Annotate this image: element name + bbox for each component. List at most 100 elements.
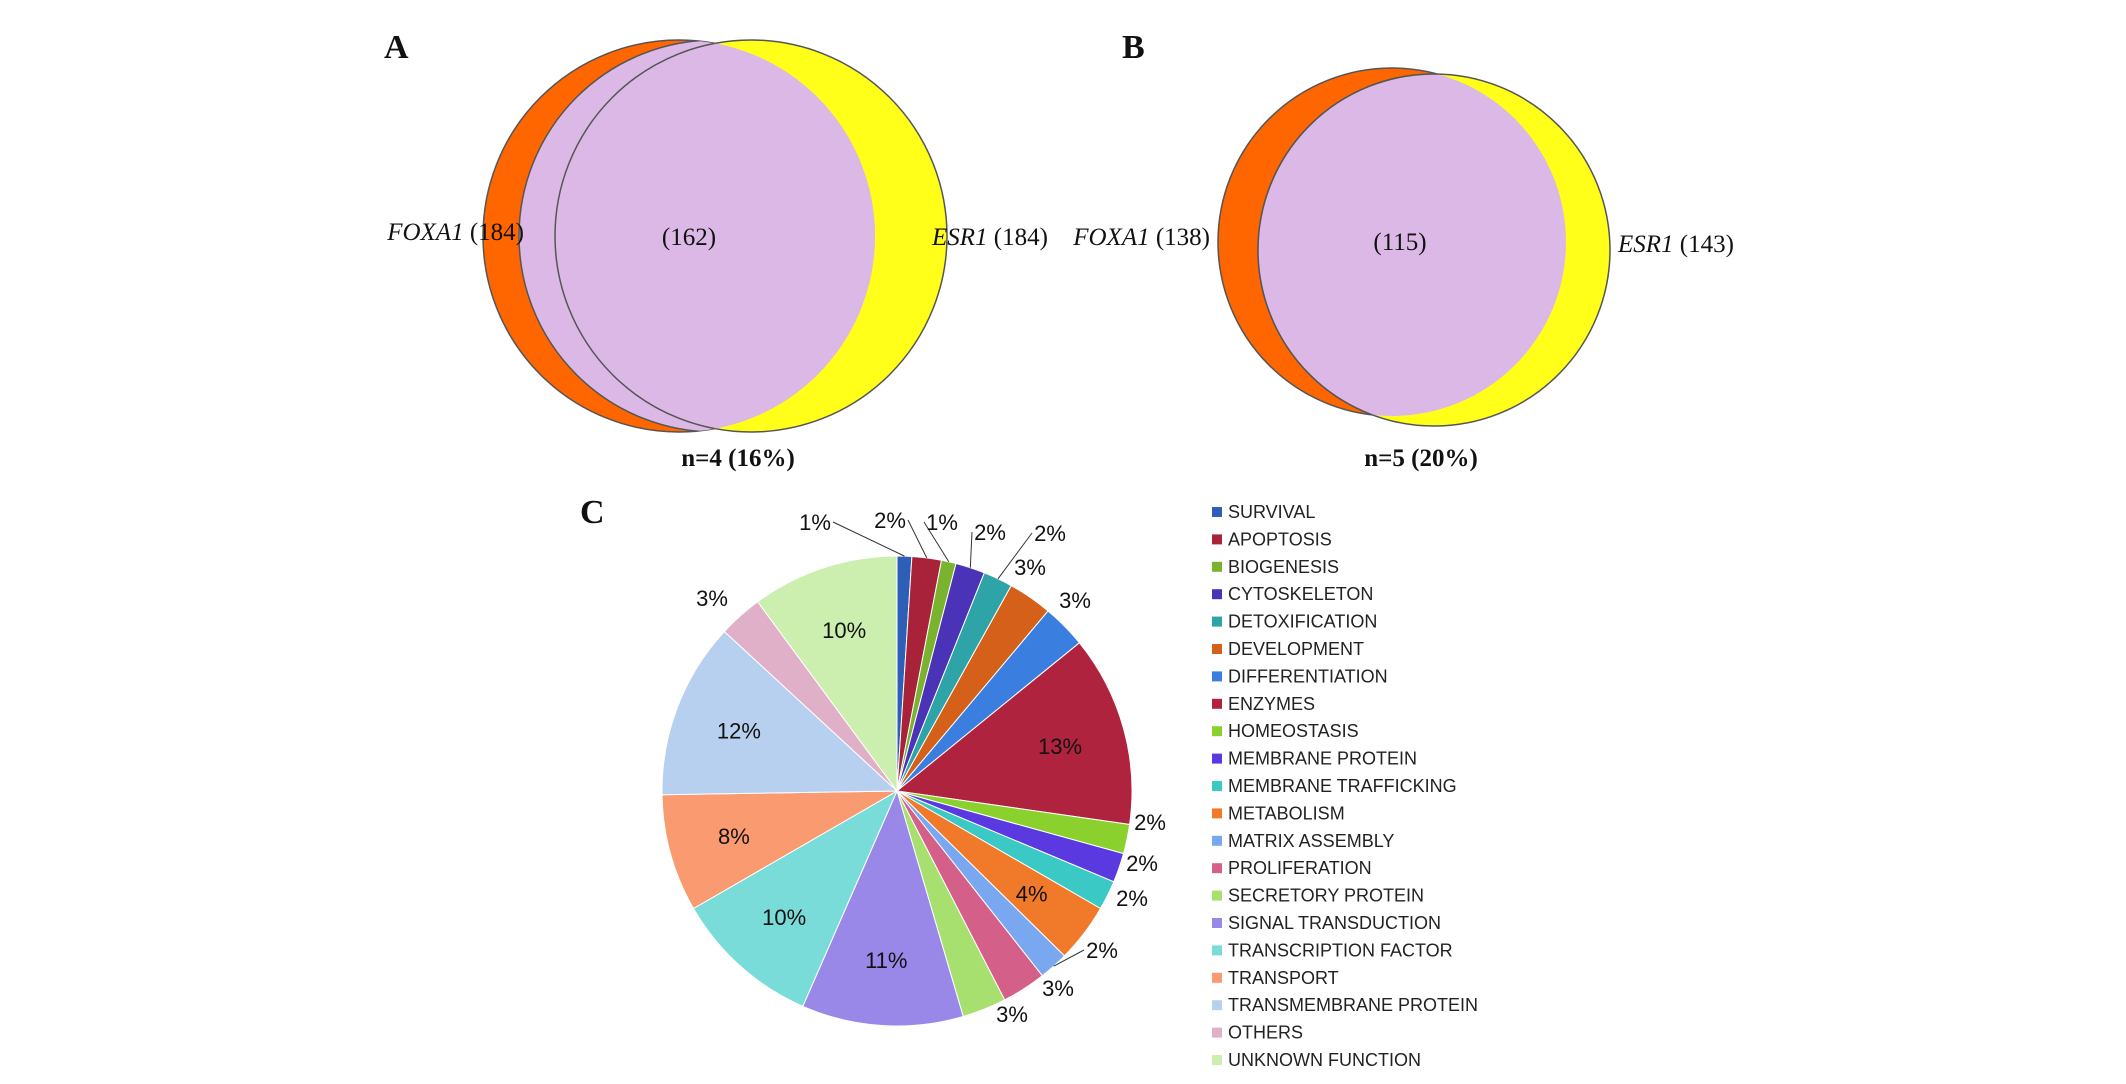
- legend-label-membrane-trafficking: MEMBRANE TRAFFICKING: [1228, 776, 1457, 796]
- legend-label-membrane-protein: MEMBRANE PROTEIN: [1228, 749, 1417, 769]
- venn-b-caption: n=5 (20%): [1364, 445, 1478, 472]
- pie-data-label-differentiation: 3%: [1059, 588, 1091, 613]
- venn-b-left-count: (138): [1156, 224, 1210, 251]
- pie-data-label-others: 3%: [696, 586, 728, 611]
- venn-a-right-count: (184): [994, 224, 1048, 251]
- legend-label-cytoskeleton: CYTOSKELETON: [1228, 584, 1373, 604]
- legend-label-homeostasis: HOMEOSTASIS: [1228, 721, 1359, 741]
- pie-data-label-secretory-protein: 3%: [996, 1002, 1028, 1027]
- panel-a-letter: A: [384, 29, 409, 66]
- venn-a-right-label: ESR1 (184): [931, 224, 1048, 251]
- legend-swatch-homeostasis: [1212, 726, 1222, 737]
- legend-label-detoxification: DETOXIFICATION: [1228, 612, 1377, 632]
- pie-labels: 1% 2% 1% 2% 2% 3% 3% 13% 2% 2% 2% 4% 2% 3% 3% 11% 10% 8% 1…: [696, 508, 1166, 1027]
- legend-swatch-proliferation: [1212, 863, 1222, 874]
- legend-label-others: OTHERS: [1228, 1023, 1303, 1043]
- legend-swatch-membrane-trafficking: [1212, 781, 1222, 791]
- legend-swatch-secretory-protein: [1212, 890, 1222, 901]
- legend-label-metabolism: METABOLISM: [1228, 803, 1345, 823]
- legend-swatch-transcription-factor: [1212, 945, 1222, 956]
- pie-data-label-proliferation: 3%: [1042, 976, 1074, 1001]
- legend-label-signal-transduction: SIGNAL TRANSDUCTION: [1228, 913, 1441, 933]
- legend-label-transmembrane-protein: TRANSMEMBRANE PROTEIN: [1228, 995, 1478, 1015]
- pie-legend: SURVIVAL APOPTOSIS BIOGENESIS CYTOSKELETON D…: [1212, 502, 1478, 1070]
- pie-data-label-transmembrane-protein: 12%: [717, 719, 761, 744]
- venn-a-overlap-label: (162): [662, 224, 716, 251]
- panel-a: A FOXA1 (184) (162) ESR1 (184) n=4 (16%): [384, 29, 1048, 472]
- legend-label-survival: SURVIVAL: [1228, 502, 1315, 522]
- venn-a-right-gene: ESR1: [931, 224, 988, 251]
- pie-slice-signal-transduction: [802, 789, 964, 1027]
- legend-swatch-enzymes: [1212, 698, 1222, 709]
- legend-swatch-biogenesis: [1212, 561, 1222, 572]
- legend-swatch-transport: [1212, 972, 1222, 983]
- legend-swatch-others: [1212, 1027, 1222, 1038]
- pie-data-label-apoptosis: 2%: [874, 508, 906, 533]
- panel-c: C 1% 2% 1% 2% 2% 3% 3% 13% 2% 2% 2% 4% 2% 3% 3% 11% 10% 8…: [580, 494, 1478, 1070]
- legend-swatch-unknown-function: [1212, 1055, 1222, 1065]
- pie-data-label-membrane-trafficking: 2%: [1116, 886, 1148, 911]
- legend-swatch-apoptosis: [1212, 534, 1222, 545]
- pie-data-label-membrane-protein: 2%: [1126, 851, 1158, 876]
- legend-swatch-transmembrane-protein: [1212, 1000, 1222, 1011]
- venn-a-left-count: (184): [470, 219, 524, 246]
- legend-swatch-signal-transduction: [1212, 918, 1222, 928]
- pie-slice-transmembrane-protein: [661, 630, 899, 796]
- legend-label-development: DEVELOPMENT: [1228, 639, 1364, 659]
- legend-swatch-membrane-protein: [1212, 753, 1222, 764]
- pie-data-label-detoxification: 2%: [1034, 521, 1066, 546]
- venn-a-left-gene: FOXA1: [386, 219, 463, 246]
- venn-b-right-label: ESR1 (143): [1617, 231, 1734, 258]
- pie-chart: [661, 555, 1133, 1027]
- pie-leader-line-biogenesis: [923, 521, 950, 563]
- pie-data-label-signal-transduction: 11%: [865, 948, 907, 973]
- pie-slice-enzymes: [895, 642, 1133, 826]
- pie-slice-transport: [661, 790, 899, 910]
- pie-leader-line-cytoskeleton: [969, 531, 973, 568]
- venn-b-overlap: [1257, 73, 1566, 416]
- legend-swatch-survival: [1212, 507, 1222, 517]
- legend-label-proliferation: PROLIFERATION: [1228, 858, 1372, 878]
- pie-data-label-enzymes: 13%: [1038, 734, 1082, 759]
- pie-leader-line-matrix-assembly: [1053, 949, 1085, 967]
- legend-label-matrix-assembly: MATRIX ASSEMBLY: [1228, 831, 1394, 851]
- legend-label-apoptosis: APOPTOSIS: [1228, 529, 1332, 549]
- venn-a-caption: n=4 (16%): [681, 445, 795, 472]
- pie-leader-line-apoptosis: [907, 519, 928, 559]
- legend-swatch-detoxification: [1212, 616, 1222, 627]
- legend-label-differentiation: DIFFERENTIATION: [1228, 666, 1388, 686]
- pie-data-label-transport: 8%: [718, 824, 750, 849]
- legend-label-transport: TRANSPORT: [1228, 968, 1339, 988]
- venn-b-overlap-label: (115): [1373, 229, 1426, 256]
- panel-c-letter: C: [580, 494, 605, 531]
- pie-leader-line-detoxification: [997, 532, 1033, 580]
- legend-swatch-metabolism: [1212, 808, 1222, 819]
- legend-label-transcription-factor: TRANSCRIPTION FACTOR: [1228, 940, 1453, 960]
- pie-data-label-homeostasis: 2%: [1134, 810, 1166, 835]
- panel-b: B FOXA1 (138) (115) ESR1 (143) n=5 (20%): [1072, 29, 1734, 472]
- pie-data-label-unknown-function: 10%: [822, 618, 866, 643]
- legend-swatch-matrix-assembly: [1212, 835, 1222, 846]
- pie-data-label-matrix-assembly: 2%: [1086, 938, 1118, 963]
- pie-data-label-metabolism: 4%: [1016, 881, 1048, 906]
- legend-label-unknown-function: UNKNOWN FUNCTION: [1228, 1050, 1421, 1070]
- pie-data-label-biogenesis: 1%: [926, 510, 958, 535]
- panel-b-letter: B: [1122, 29, 1145, 66]
- venn-b-left-gene: FOXA1: [1072, 224, 1149, 251]
- pie-leader-line-survival: [832, 521, 905, 557]
- legend-swatch-cytoskeleton: [1212, 589, 1222, 600]
- pie-data-label-cytoskeleton: 2%: [974, 520, 1006, 545]
- pie-slice-unknown-function: [756, 555, 898, 793]
- venn-b-left-label: FOXA1 (138): [1072, 224, 1210, 251]
- legend-swatch-differentiation: [1212, 671, 1222, 682]
- venn-a-left-label: FOXA1 (184): [386, 219, 524, 246]
- venn-b-right-count: (143): [1680, 231, 1734, 258]
- pie-data-label-survival: 1%: [799, 510, 831, 535]
- venn-b-right-gene: ESR1: [1617, 231, 1674, 258]
- legend-swatch-development: [1212, 644, 1222, 654]
- legend-label-biogenesis: BIOGENESIS: [1228, 557, 1339, 577]
- legend-label-secretory-protein: SECRETORY PROTEIN: [1228, 886, 1424, 906]
- pie-data-label-transcription-factor: 10%: [762, 905, 806, 930]
- legend-label-enzymes: ENZYMES: [1228, 694, 1315, 714]
